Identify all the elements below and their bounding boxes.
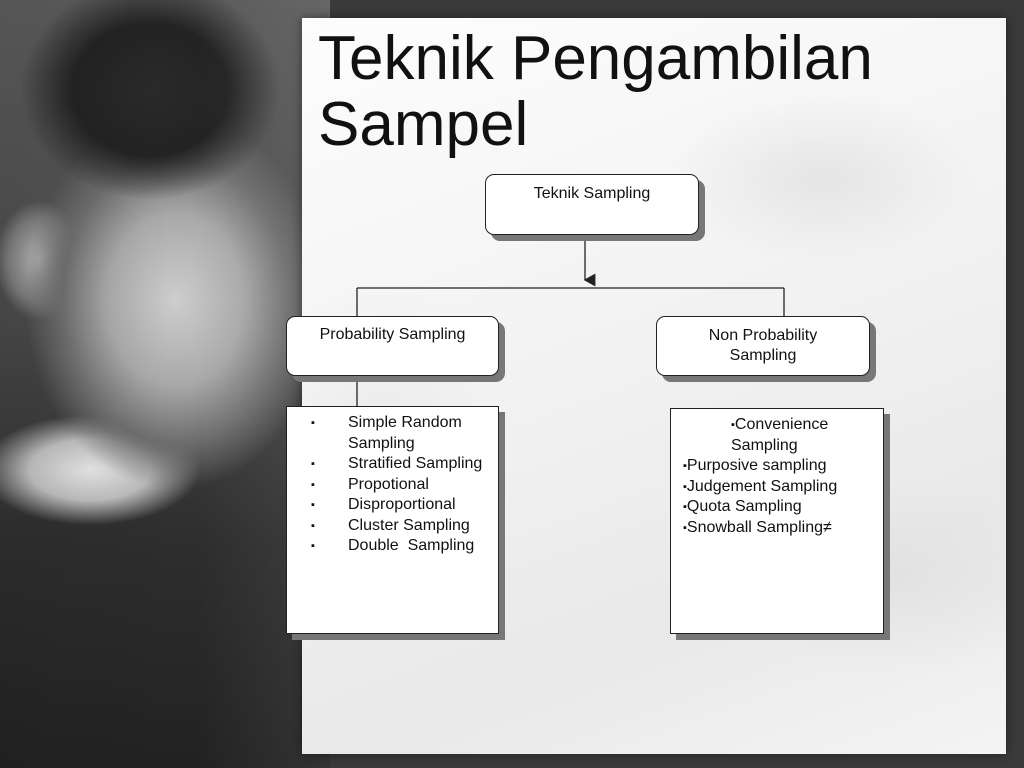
node-nonprob-label-line-1: Non Probability [708,327,818,344]
list-item-text: Convenience Sampling [731,416,829,454]
list-item: ▪Quota Sampling [683,497,883,518]
probability-methods-list: ▪ Simple Random Sampling ▪ Stratified Samp… [286,406,499,634]
bullet-icon: ▪ [683,480,687,493]
bullet-icon: ▪ [311,499,315,511]
node-probability-label: Probability Sampling [319,326,466,343]
list-item: ▪ Cluster Sampling [287,516,498,537]
list-item-text: Quota Sampling [686,498,802,515]
photo-shade [0,0,330,768]
list-item: ▪ Simple Random Sampling [287,413,498,454]
list-item: ▪ Double Sampling [287,536,498,557]
node-non-probability-sampling: Non Probability Sampling [656,316,870,376]
bullet-icon: ▪ [311,458,315,470]
title-line-1: Teknik Pengambilan [318,24,873,93]
list-item-text: Simple Random Sampling [348,414,462,452]
list-item-text: Cluster Sampling [348,516,470,534]
bullet-icon: ▪ [311,540,315,552]
list-item-text: Stratified Sampling [348,455,483,472]
list-item: ▪ Disproportional [287,495,498,516]
list-item-text: Disproportional [348,496,456,513]
node-root-label: Teknik Sampling [533,185,651,202]
node-probability-sampling: Probability Sampling [286,316,499,376]
list-item-text: Propotional [348,475,429,493]
non-probability-methods-list: ▪Convenience Sampling ▪Purposive samplin… [670,408,884,634]
list-item-text: Double Sampling [348,537,475,554]
list-item: ▪ Propotional [287,475,498,496]
node-teknik-sampling: Teknik Sampling [485,174,699,235]
list-item-text: Snowball Sampling≠ [686,518,832,536]
node-nonprob-label-line-2: Sampling [729,347,797,364]
list-item: ▪Judgement Sampling [683,477,883,498]
title-line-2: Sampel [318,90,529,159]
list-item: ▪Convenience Sampling [683,415,883,456]
bullet-icon: ▪ [311,519,315,532]
bullet-icon: ▪ [683,521,687,534]
non-probability-list: ▪Convenience Sampling ▪Purposive samplin… [671,409,883,538]
probability-list: ▪ Simple Random Sampling ▪ Stratified Samp… [287,407,498,557]
background-photo [0,0,330,768]
list-item: ▪Snowball Sampling≠ [683,518,883,539]
list-item-text: Purposive sampling [686,457,827,474]
bullet-icon: ▪ [683,501,687,513]
list-item: ▪ Stratified Sampling [287,454,498,475]
bullet-icon: ▪ [731,419,735,431]
bullet-icon: ▪ [311,478,315,491]
list-item-text: Judgement Sampling [686,477,838,495]
slide-title: Teknik Pengambilan Sampel [318,26,978,158]
list-item: ▪Purposive sampling [683,456,883,477]
bullet-icon: ▪ [311,417,315,429]
bullet-icon: ▪ [683,460,687,472]
